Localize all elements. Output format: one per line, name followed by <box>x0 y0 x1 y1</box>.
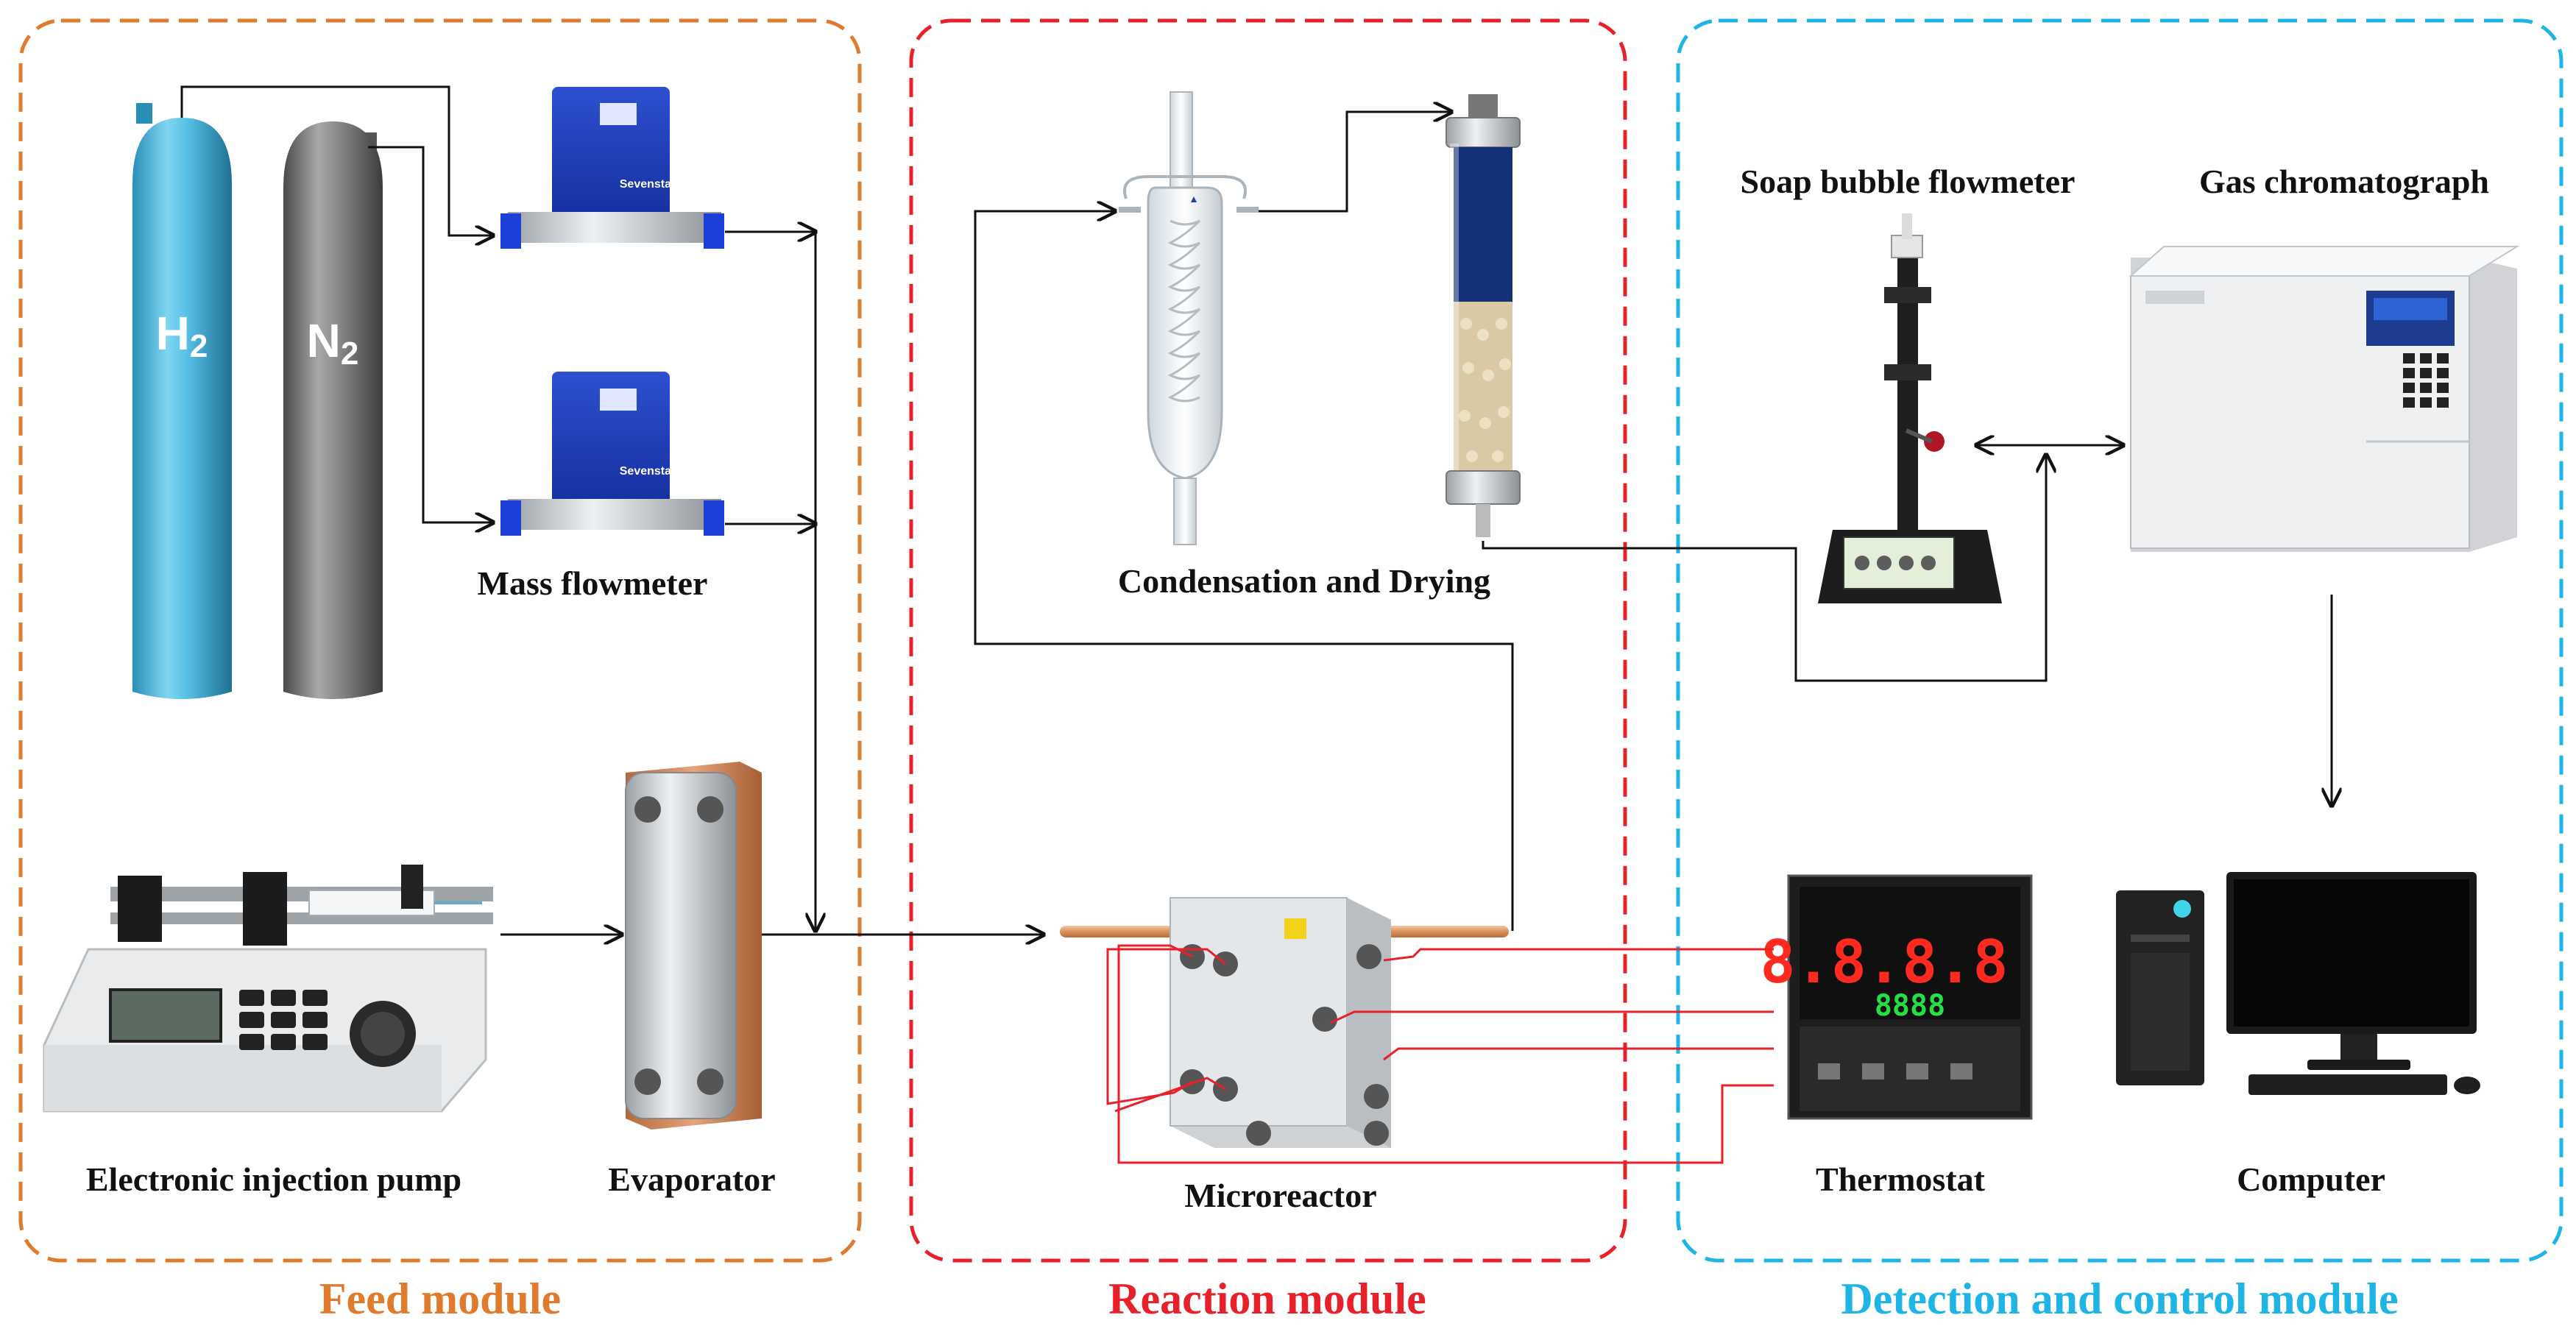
h2-subscript: 2 <box>190 328 208 364</box>
n2-letter: N <box>307 314 341 367</box>
feed-module-title: Feed module <box>319 1275 561 1323</box>
injection-pump-label: Electronic injection pump <box>86 1160 461 1198</box>
mass-flowmeter-label: Mass flowmeter <box>478 564 708 602</box>
microreactor-icon <box>1060 897 1509 1148</box>
computer-icon <box>2116 872 2480 1095</box>
soap-bubble-label: Soap bubble flowmeter <box>1741 163 2076 200</box>
mfc-brand-2: Sevenstar <box>620 465 676 478</box>
thermostat-label: Thermostat <box>1816 1160 1986 1198</box>
detection-module-box <box>1676 18 2563 1263</box>
gas-flow-lines <box>180 85 2332 935</box>
evaporator-label: Evaporator <box>608 1160 775 1198</box>
mass-flow-controller-icon: Sevenstar <box>500 87 724 249</box>
h2-letter: H <box>156 307 190 360</box>
gas-chromatograph-icon <box>2129 246 2520 552</box>
reaction-module-box <box>909 18 1627 1263</box>
svg-text:N2: N2 <box>307 314 359 372</box>
thermostat-pv: 8.8.8.8 <box>1760 928 2008 996</box>
condensation-label: Condensation and Drying <box>1118 562 1490 600</box>
n2-subscript: 2 <box>341 336 358 372</box>
n2-cylinder-icon: N2 <box>283 121 383 699</box>
thermocouple-wires <box>1106 944 1774 1164</box>
h2-cylinder-icon: H2 <box>132 103 232 699</box>
feed-module-box <box>18 18 862 1263</box>
microreactor-label: Microreactor <box>1184 1177 1376 1214</box>
soap-bubble-flowmeter-icon <box>1818 213 2002 603</box>
mass-flow-controller-icon: Sevenstar <box>500 372 724 536</box>
thermostat-sv: 8888 <box>1875 989 1945 1023</box>
drying-column-icon <box>1446 94 1521 537</box>
detection-module-title: Detection and control module <box>1841 1275 2398 1323</box>
gas-chromatograph-label: Gas chromatograph <box>2199 163 2489 200</box>
svg-text:H2: H2 <box>156 307 208 364</box>
reaction-module-title: Reaction module <box>1108 1275 1426 1323</box>
computer-label: Computer <box>2237 1160 2385 1198</box>
mfc-brand-1: Sevenstar <box>620 178 676 191</box>
thermostat-icon: 8.8.8.8 8888 <box>1760 874 2033 1120</box>
plate-evaporator-icon <box>625 762 762 1130</box>
syringe-pump-icon <box>43 865 493 1113</box>
condenser-icon <box>1119 91 1259 545</box>
